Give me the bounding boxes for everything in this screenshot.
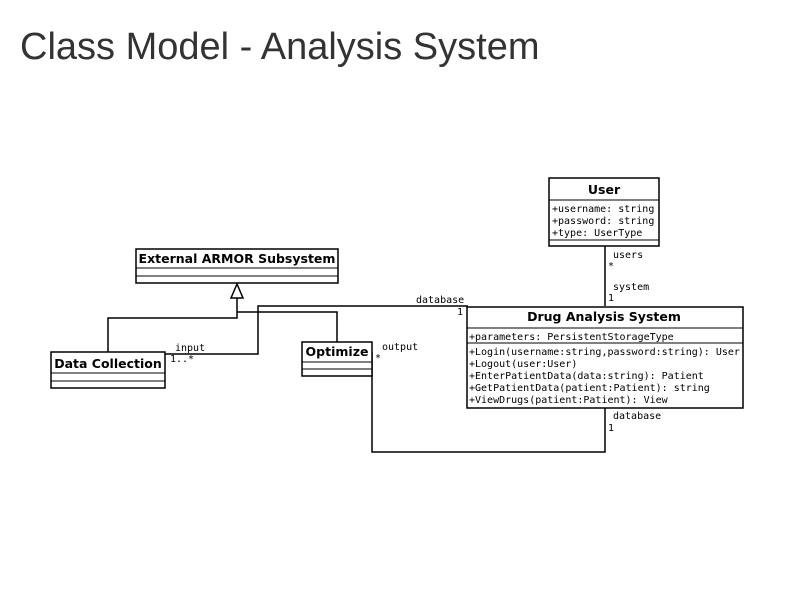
role-database-top: database (416, 295, 464, 306)
slide-title: Class Model - Analysis System (20, 26, 540, 68)
class-drug-analysis-system: Drug Analysis System +parameters: Persis… (466, 306, 744, 409)
class-external-armor-subsystem: External ARMOR Subsystem (135, 248, 339, 284)
mult-output: * (375, 353, 381, 364)
class-optimize-name: Optimize (306, 344, 369, 359)
drug-op-view-drugs: +ViewDrugs(patient:Patient): View (469, 395, 669, 406)
association-database-top (165, 305, 468, 355)
user-attr-password: +password: string (552, 216, 654, 227)
drug-attr-parameters: +parameters: PersistentStorageType (469, 332, 674, 343)
user-attr-username: +username: string (552, 204, 654, 215)
role-users: users (613, 250, 643, 261)
mult-database-top: 1 (457, 307, 463, 318)
class-data-collection-name: Data Collection (54, 356, 162, 371)
class-user-name: User (588, 182, 621, 197)
association-database-bottom (371, 352, 606, 453)
role-database-bottom: database (613, 411, 661, 422)
class-user: User +username: string +password: string… (548, 177, 660, 247)
generalization-data-collection (107, 298, 238, 352)
generalization-arrowhead (229, 282, 245, 299)
class-optimize: Optimize (301, 341, 373, 377)
mult-database-bottom: 1 (608, 423, 614, 434)
mult-system: 1 (608, 293, 614, 304)
role-input: input (175, 343, 205, 354)
class-external-armor-name: External ARMOR Subsystem (139, 251, 336, 266)
drug-op-enter-patient-data: +EnterPatientData(data:string): Patient (469, 371, 704, 382)
role-system: system (613, 282, 649, 293)
class-data-collection: Data Collection (50, 351, 166, 389)
mult-input: 1..* (170, 354, 194, 365)
drug-op-get-patient-data: +GetPatientData(patient:Patient): string (469, 383, 710, 394)
drug-op-logout: +Logout(user:User) (469, 359, 577, 370)
mult-users: * (608, 261, 614, 272)
class-drug-analysis-name: Drug Analysis System (527, 309, 681, 324)
role-output: output (382, 342, 418, 353)
generalization-optimize (237, 311, 338, 342)
user-attr-type: +type: UserType (552, 228, 642, 239)
drug-op-login: +Login(username:string,password:string):… (469, 347, 740, 358)
